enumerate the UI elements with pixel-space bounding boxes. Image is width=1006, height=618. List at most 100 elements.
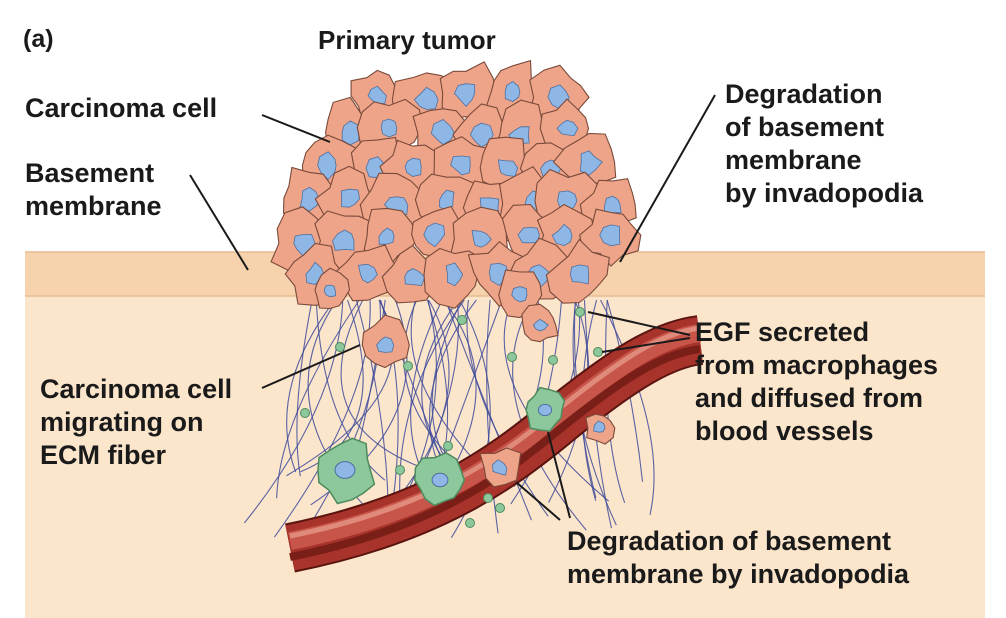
label-degradation-top: Degradation of basement membrane by inva… [725, 78, 923, 210]
leader-degradation-top [619, 94, 716, 263]
carcinoma-cell [314, 267, 351, 310]
ecm-fiber [296, 299, 313, 477]
carcinoma-nucleus [380, 118, 398, 138]
label-line: blood vessels [695, 416, 874, 446]
leader-carcinoma-cell [261, 114, 331, 143]
carcinoma-nucleus [332, 229, 355, 251]
ecm-fiber [503, 299, 610, 502]
macrophages [317, 386, 566, 507]
label-line: of basement [725, 112, 885, 142]
label-line: membrane by invadopodia [567, 559, 910, 589]
carcinoma-cell [521, 303, 559, 343]
carcinoma-nucleus [413, 86, 439, 110]
carcinoma-nucleus [317, 151, 337, 181]
egf-particle [457, 315, 467, 325]
ecm-fiber [466, 299, 549, 517]
label-line: ECM fiber [40, 440, 167, 470]
label-line: Basement [25, 158, 155, 188]
label-line: Degradation [725, 79, 883, 109]
label-line: membrane [725, 145, 862, 175]
egf-particle [548, 355, 558, 365]
macrophage-cell [525, 386, 566, 432]
ecm-fiber [286, 299, 336, 473]
label-line: migrating on [40, 407, 204, 437]
carcinoma-nucleus [599, 224, 621, 247]
carcinoma-nucleus [323, 284, 337, 298]
carcinoma-nucleus [341, 120, 360, 146]
leader-degradation-bottom-1 [515, 481, 561, 521]
carcinoma-nucleus [579, 150, 603, 176]
egf-particle [575, 307, 585, 317]
leader-egf-2 [601, 337, 691, 353]
carcinoma-nucleus [453, 83, 476, 108]
label-migrating-cell: Carcinoma cell migrating on ECM fiber [40, 373, 232, 472]
carcinoma-cell [331, 244, 402, 302]
carcinoma-nucleus [569, 264, 590, 285]
carcinoma-nucleus [430, 119, 456, 146]
ecm-fiber [315, 299, 386, 481]
egf-particle [465, 518, 475, 528]
carcinoma-nucleus [299, 186, 320, 212]
carcinoma-nucleus [423, 222, 446, 248]
carcinoma-nucleus [532, 318, 549, 332]
carcinoma-cell [381, 244, 438, 304]
carcinoma-nucleus [551, 223, 573, 247]
ecm-fiber [399, 299, 465, 517]
label-basement-membrane: Basement membrane [25, 157, 162, 223]
leader-migrating-cell [261, 344, 361, 389]
panel-label: (a) [23, 25, 54, 53]
ecm-fiber [243, 299, 344, 524]
label-primary-tumor: Primary tumor [318, 25, 496, 55]
label-egf: EGF secreted from macrophages and diffus… [695, 316, 938, 448]
carcinoma-nucleus [504, 81, 521, 102]
egf-particle [483, 493, 493, 503]
carcinoma-cell [585, 413, 616, 445]
macrophage-nucleus [431, 472, 449, 488]
carcinoma-cell [545, 238, 610, 304]
carcinoma-cell [423, 247, 484, 309]
primary-tumor-mass [270, 59, 642, 488]
label-line: EGF secreted [695, 317, 870, 347]
egf-particle [395, 465, 405, 475]
carcinoma-nucleus [593, 420, 606, 433]
egf-particle [335, 342, 345, 352]
carcinoma-nucleus [469, 122, 494, 148]
ecm-fiber [276, 299, 360, 499]
carcinoma-nucleus [445, 262, 464, 287]
label-carcinoma-cell: Carcinoma cell [25, 93, 218, 123]
label-line: Degradation of basement [567, 526, 892, 556]
leader-lines [189, 94, 716, 521]
carcinoma-nucleus [603, 195, 622, 214]
ecm-fiber [605, 299, 626, 504]
egf-particle [593, 347, 603, 357]
carcinoma-cell [361, 314, 410, 369]
leader-basement-membrane [189, 174, 249, 271]
leader-degradation-bottom-2 [547, 431, 571, 519]
egf-particle [495, 503, 505, 513]
ecm-fiber [512, 299, 587, 531]
ecm-fiber [273, 299, 371, 538]
label-line: Carcinoma cell [40, 374, 233, 404]
carcinoma-nucleus [404, 268, 426, 287]
egf-particle [443, 441, 453, 451]
carcinoma-nucleus [404, 157, 422, 177]
macrophage-nucleus [334, 461, 356, 479]
carcinoma-nucleus [376, 336, 395, 353]
label-line: by invadopodia [725, 178, 924, 208]
egf-particles [300, 307, 603, 528]
carcinoma-nucleus [556, 119, 579, 137]
egf-particle [507, 352, 517, 362]
carcinoma-nucleus [450, 155, 471, 176]
leader-egf-1 [587, 311, 691, 336]
carcinoma-nucleus [378, 227, 395, 245]
egf-particle [403, 361, 413, 371]
carcinoma-nucleus [471, 230, 492, 248]
carcinoma-cell [479, 447, 522, 488]
carcinoma-nucleus [340, 188, 361, 208]
carcinoma-nucleus [492, 459, 508, 476]
macrophage-cell [317, 437, 376, 505]
macrophage-cell [414, 451, 466, 507]
label-line: membrane [25, 191, 162, 221]
